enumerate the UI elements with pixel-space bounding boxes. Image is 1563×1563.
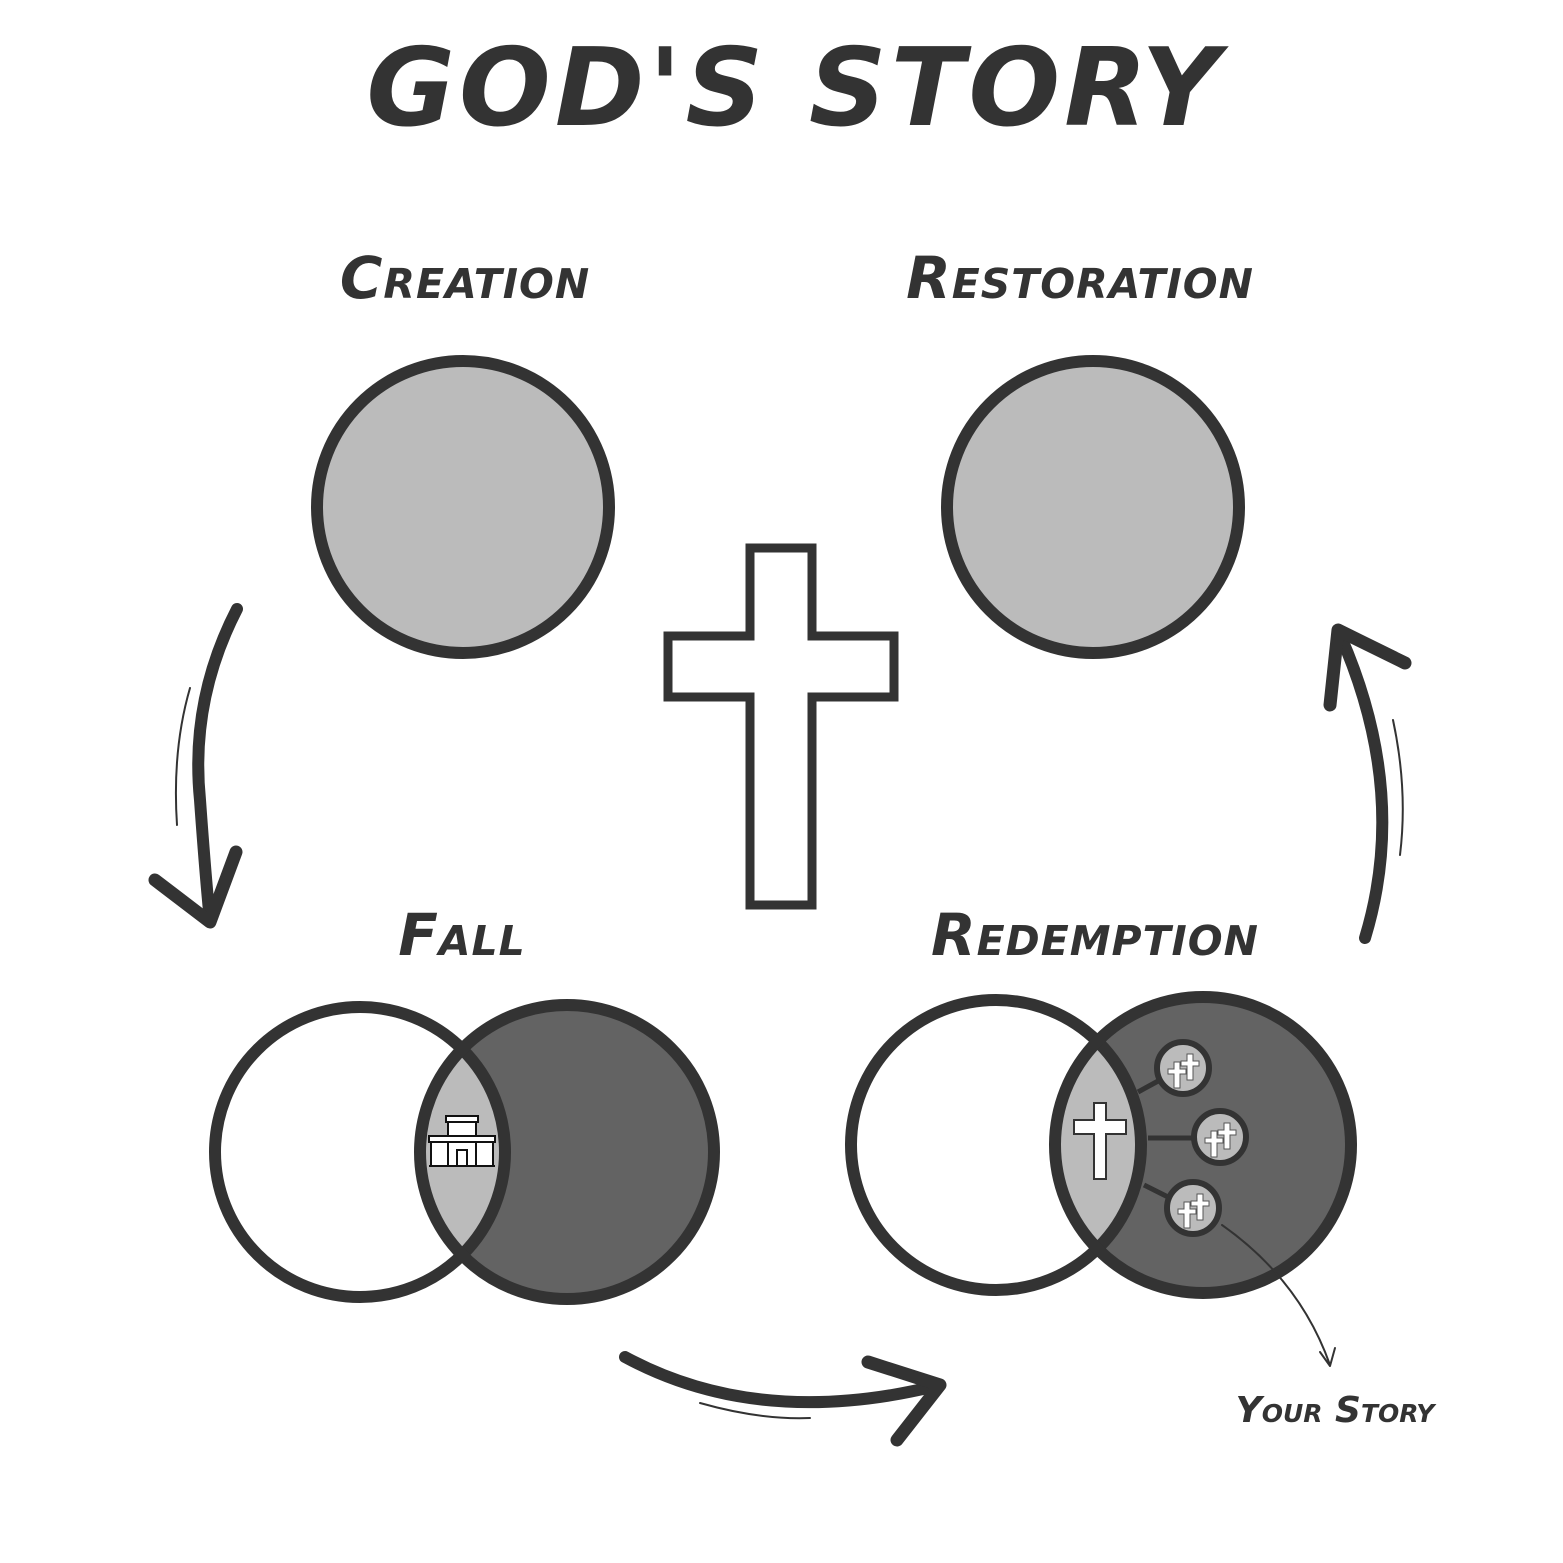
story-circle (1191, 1108, 1249, 1166)
story-circle (1164, 1179, 1222, 1237)
label-creation: Creation (340, 244, 590, 312)
arrow-creation-to-fall (148, 603, 243, 929)
redemption-venn (845, 991, 1357, 1299)
story-circle (1154, 1039, 1212, 1097)
restoration-circle (941, 355, 1245, 659)
title: GOD'S STORY (366, 26, 1229, 151)
cross-icon (1073, 1102, 1127, 1180)
arrow-your-story (1221, 1224, 1336, 1367)
arrow-fall-to-redemption (619, 1351, 947, 1447)
cross-icon (663, 543, 899, 910)
creation-circle (311, 355, 615, 659)
your-story-label: Your Story (1236, 1390, 1438, 1431)
arrow-redemption-to-restoration (1323, 623, 1412, 944)
temple-icon (428, 1115, 496, 1167)
label-redemption: Redemption (931, 901, 1259, 969)
label-restoration: Restoration (906, 244, 1254, 312)
label-fall: Fall (398, 901, 526, 969)
fall-venn (209, 999, 720, 1305)
